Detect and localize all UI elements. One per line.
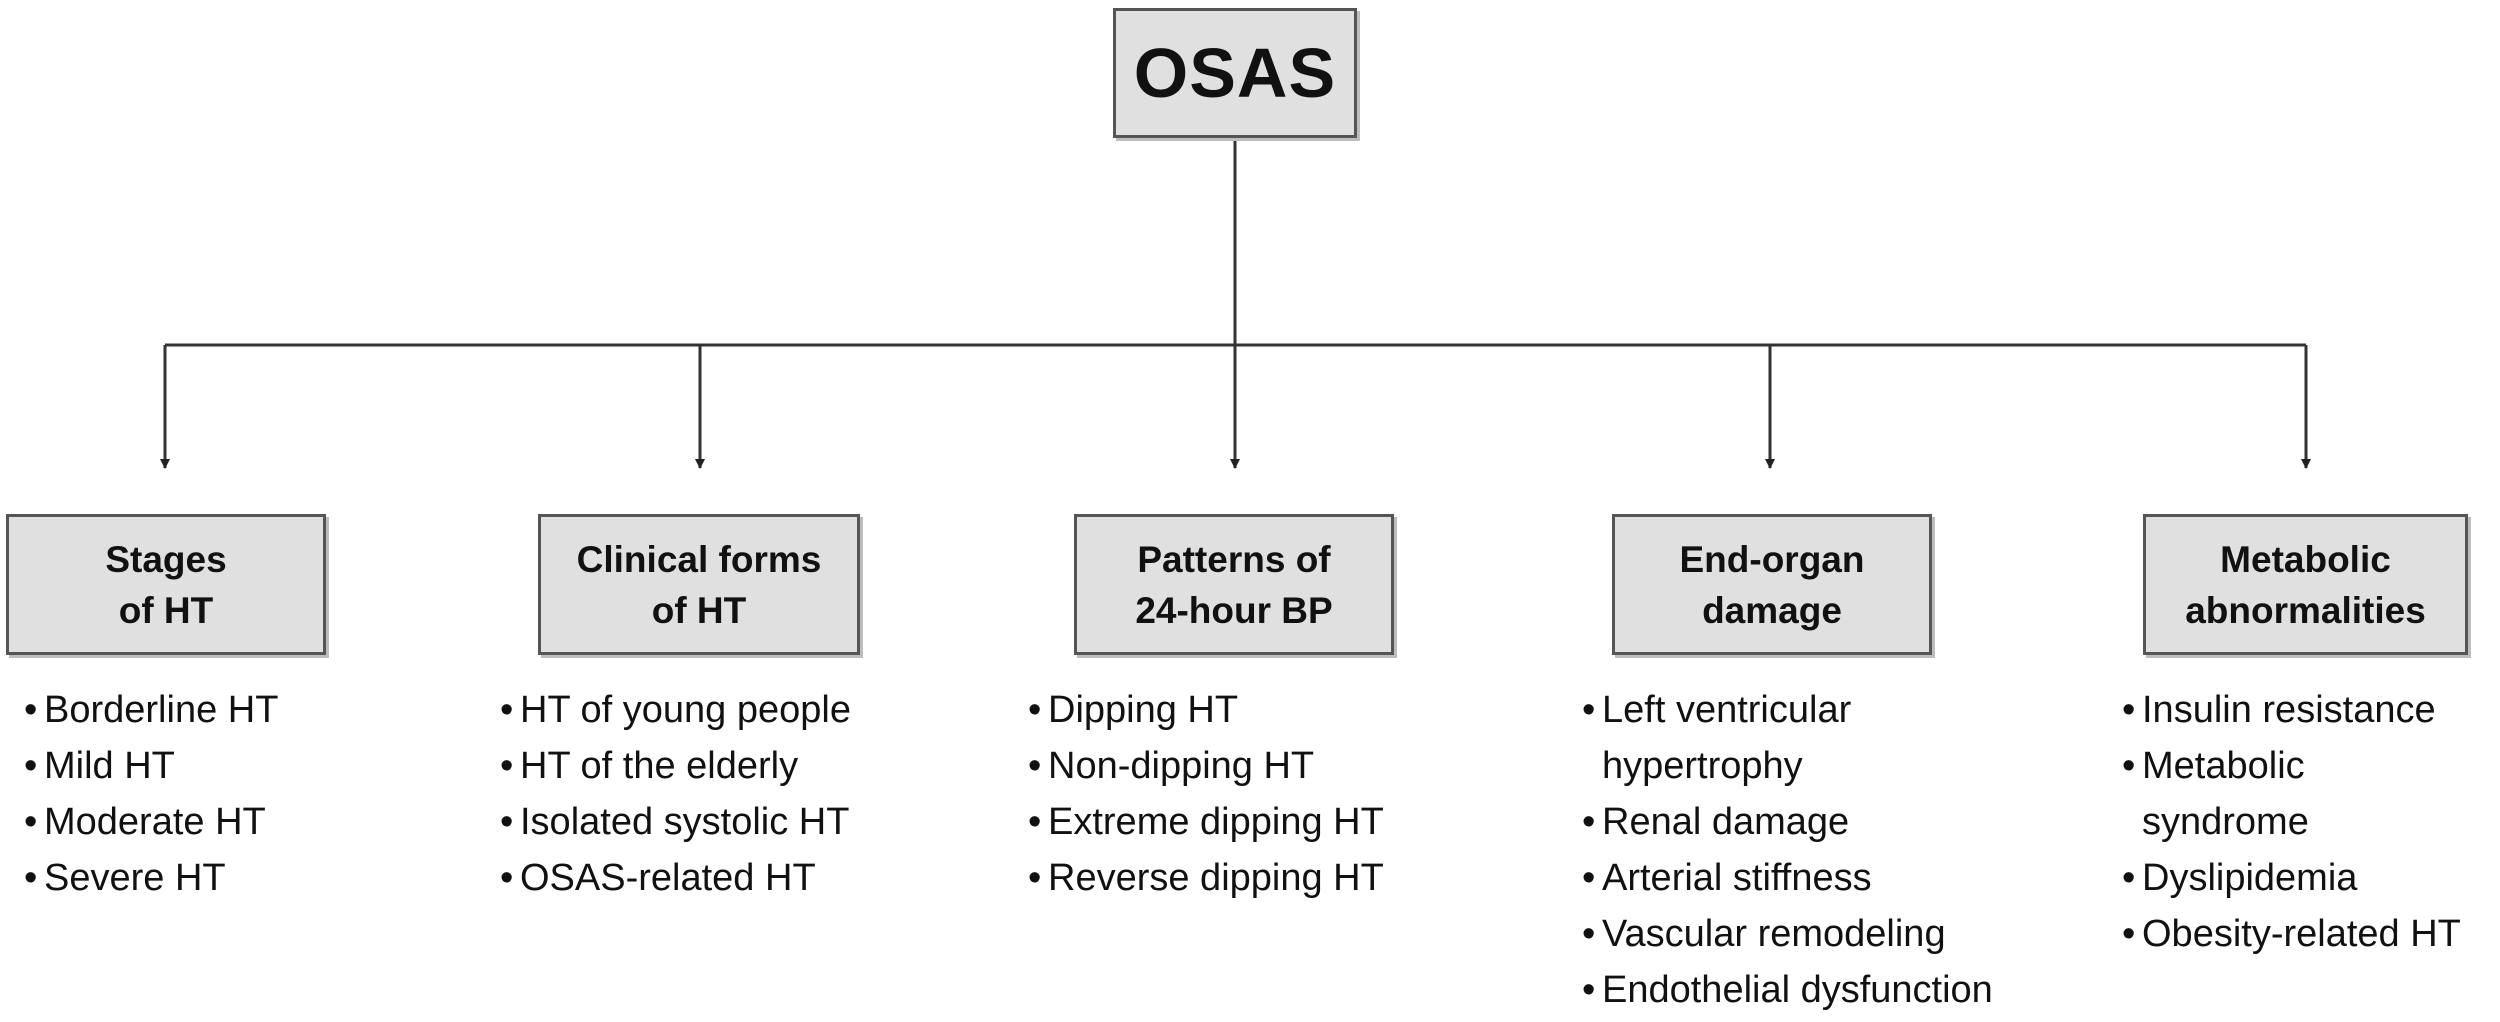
list-item: OSAS-related HT bbox=[500, 850, 851, 906]
root-node-title: OSAS bbox=[1133, 34, 1337, 112]
category-title-stages: Stages of HT bbox=[105, 538, 227, 631]
item-list-metabolic: Insulin resistance Metabolic syndrome Dy… bbox=[2122, 682, 2461, 962]
list-item: Isolated systolic HT bbox=[500, 794, 851, 850]
list-item: Insulin resistance bbox=[2122, 682, 2461, 738]
item-list-patterns: Dipping HT Non-dipping HT Extreme dippin… bbox=[1028, 682, 1384, 906]
list-item: Borderline HT bbox=[24, 682, 278, 738]
category-title-metabolic: Metabolic abnormalities bbox=[2185, 538, 2426, 631]
list-item: Moderate HT bbox=[24, 794, 278, 850]
list-item: Extreme dipping HT bbox=[1028, 794, 1384, 850]
list-item: Metabolic syndrome bbox=[2122, 738, 2461, 850]
list-item: Arterial stiffness bbox=[1582, 850, 1993, 906]
list-item: HT of the elderly bbox=[500, 738, 851, 794]
category-box-patterns: Patterns of 24-hour BP bbox=[1074, 514, 1394, 655]
list-item: Severe HT bbox=[24, 850, 278, 906]
root-node-box: OSAS bbox=[1113, 8, 1357, 138]
category-box-clinical-forms: Clinical forms of HT bbox=[538, 514, 860, 655]
category-box-stages: Stages of HT bbox=[6, 514, 326, 655]
list-item: Left ventricular hypertrophy bbox=[1582, 682, 1993, 794]
list-item: Endothelial dysfunction bbox=[1582, 962, 1993, 1018]
list-item: Non-dipping HT bbox=[1028, 738, 1384, 794]
item-list-end-organ: Left ventricular hypertrophy Renal damag… bbox=[1582, 682, 1993, 1018]
category-box-end-organ: End-organ damage bbox=[1612, 514, 1932, 655]
list-item: Renal damage bbox=[1582, 794, 1993, 850]
list-item: Dyslipidemia bbox=[2122, 850, 2461, 906]
list-item: Dipping HT bbox=[1028, 682, 1384, 738]
category-title-patterns: Patterns of 24-hour BP bbox=[1135, 538, 1333, 631]
list-item: HT of young people bbox=[500, 682, 851, 738]
list-item: Reverse dipping HT bbox=[1028, 850, 1384, 906]
item-list-clinical-forms: HT of young people HT of the elderly Iso… bbox=[500, 682, 851, 906]
list-item: Vascular remodeling bbox=[1582, 906, 1993, 962]
category-box-metabolic: Metabolic abnormalities bbox=[2143, 514, 2468, 655]
list-item: Mild HT bbox=[24, 738, 278, 794]
category-title-end-organ: End-organ damage bbox=[1679, 538, 1865, 631]
category-title-clinical-forms: Clinical forms of HT bbox=[576, 538, 822, 631]
list-item: Obesity-related HT bbox=[2122, 906, 2461, 962]
item-list-stages: Borderline HT Mild HT Moderate HT Severe… bbox=[24, 682, 278, 906]
